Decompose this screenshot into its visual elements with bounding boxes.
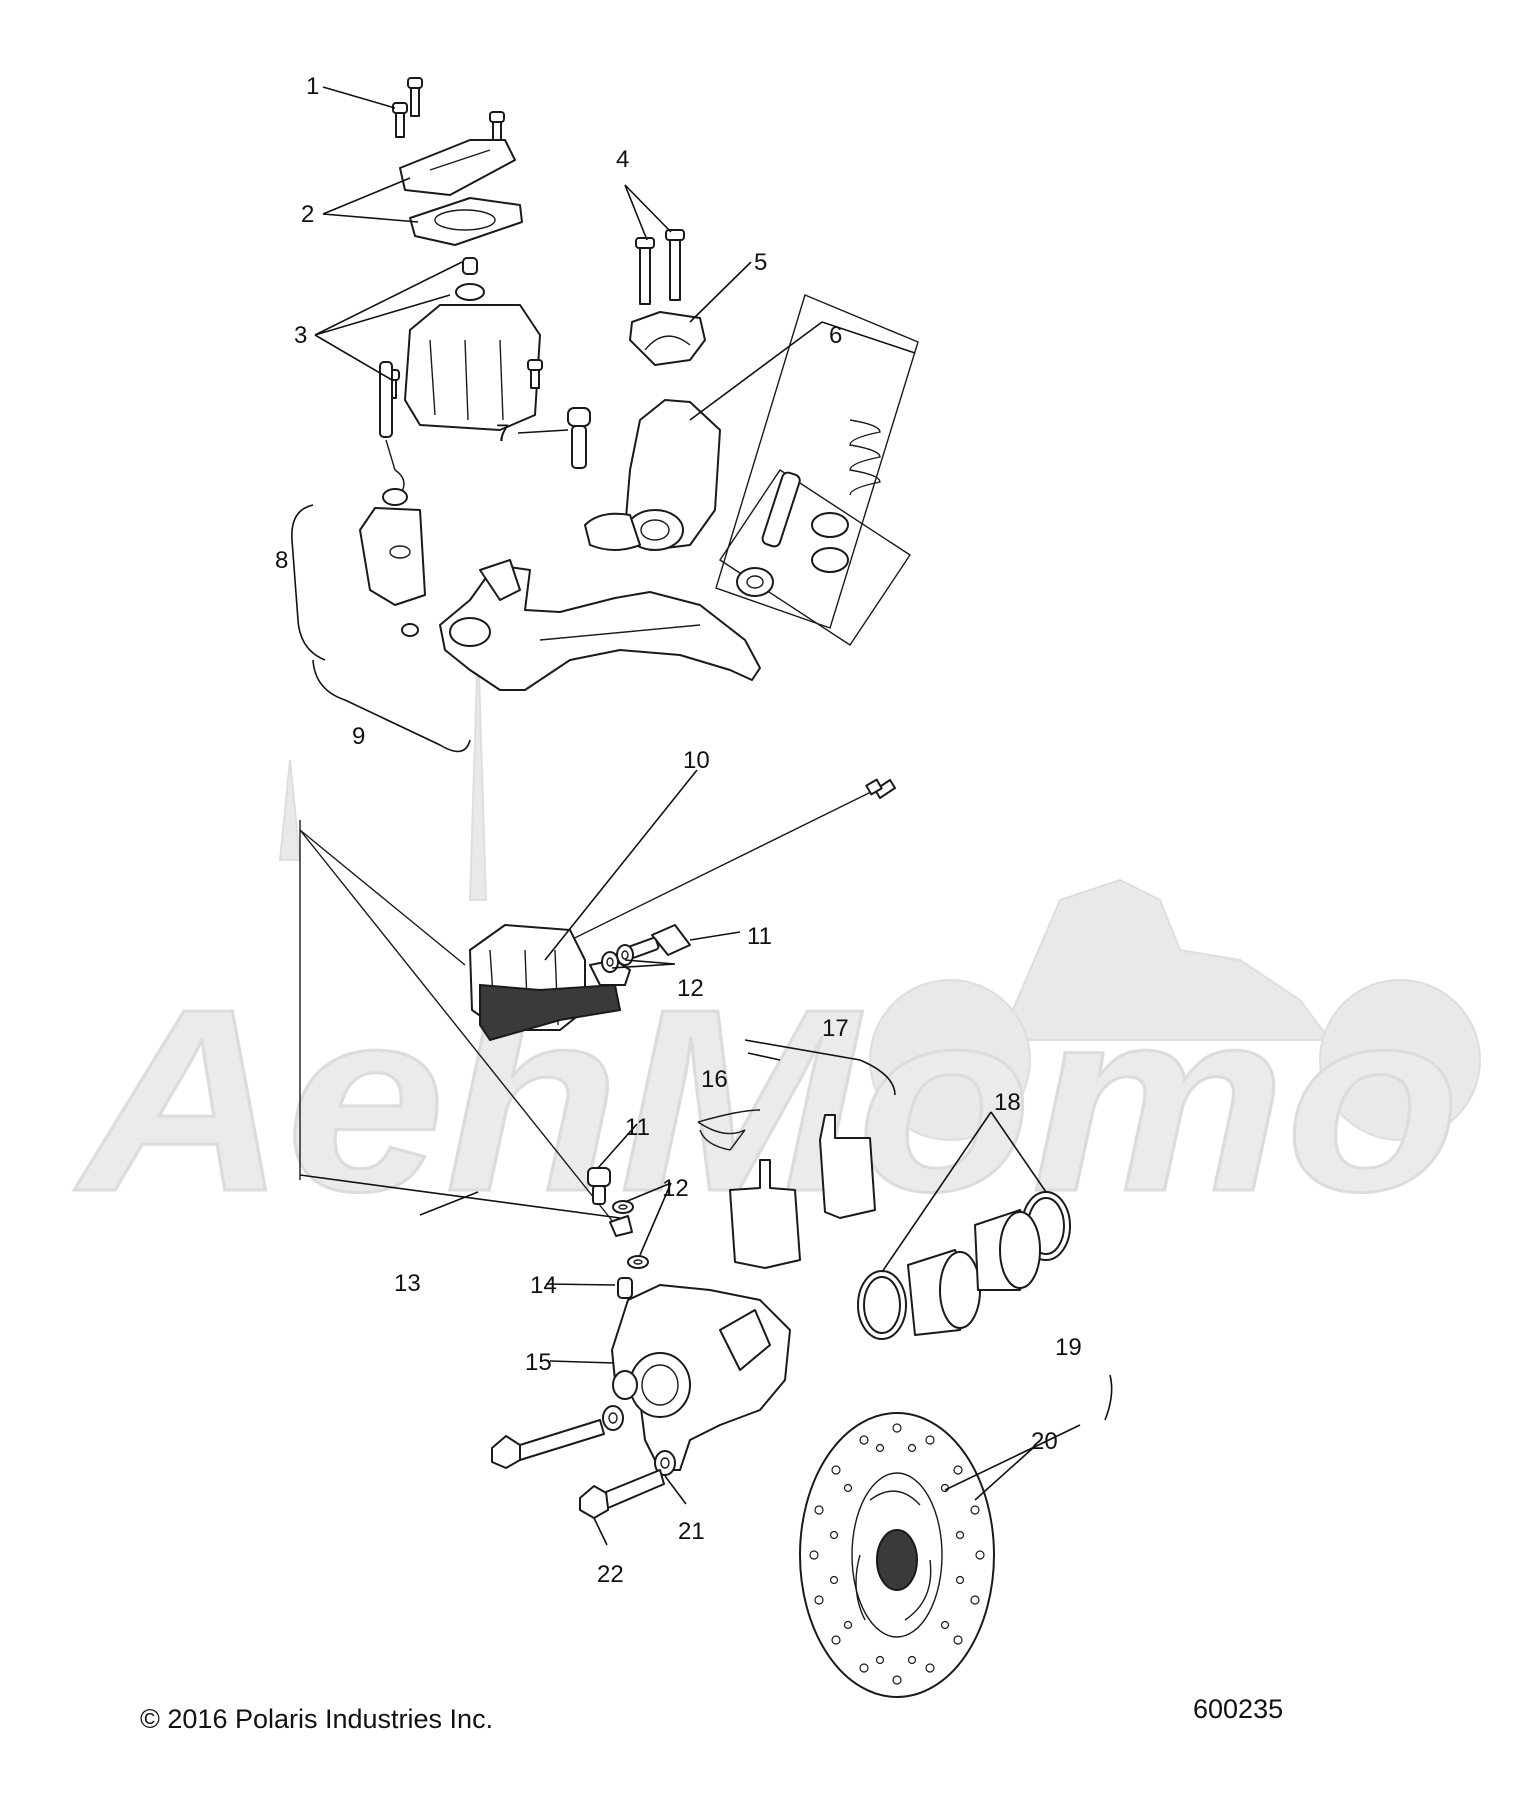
part-11-banjo-bolt-upper (626, 924, 691, 959)
part-11-banjo-bolt-lower (587, 1167, 611, 1205)
part-5-clamp (629, 311, 706, 366)
callout-11-lower: 11 (625, 1114, 650, 1141)
callout-21: 21 (678, 1518, 705, 1545)
callout-6: 6 (829, 322, 842, 349)
part-19-pistons (907, 1209, 1041, 1336)
callout-12-upper: 12 (677, 975, 704, 1002)
callout-8: 8 (275, 547, 288, 574)
callout-18: 18 (994, 1089, 1021, 1116)
callout-15: 15 (525, 1349, 552, 1376)
copyright-text: © 2016 Polaris Industries Inc. (140, 1704, 494, 1734)
callout-10: 10 (683, 747, 710, 774)
part-6-housing (584, 399, 721, 551)
callout-12-lower: 12 (662, 1175, 689, 1202)
part-8-adjuster (359, 361, 426, 637)
callout-17: 17 (822, 1015, 849, 1042)
part-12-washers-lower (612, 1200, 649, 1269)
part-10-switch-wire (529, 778, 896, 961)
callout-14: 14 (530, 1272, 557, 1299)
spring (849, 419, 881, 496)
part-9-lever (439, 559, 761, 691)
part-22-bolts (491, 1419, 665, 1519)
part-16-clip (697, 1109, 761, 1151)
callout-11-upper: 11 (747, 923, 772, 950)
watermark: AehMomo (70, 639, 1481, 1248)
part-3-reservoir (384, 257, 543, 431)
callout-9: 9 (352, 723, 365, 750)
callout-13: 13 (394, 1270, 421, 1297)
callout-22: 22 (597, 1561, 624, 1588)
part-7-pivot-bolt (567, 407, 591, 469)
part-6-piston-kit (715, 294, 919, 646)
callout-5: 5 (754, 249, 767, 276)
part-14-bleeder (617, 1277, 633, 1299)
callout-1: 1 (306, 73, 319, 100)
part-18-seals (857, 1191, 1071, 1340)
part-4-clamp-bolts (635, 229, 685, 305)
part-13-brake-line (299, 820, 633, 1237)
drawing-number: 600235 (1193, 1694, 1284, 1724)
callout-20: 20 (1031, 1428, 1058, 1455)
callout-4: 4 (616, 146, 629, 173)
leader-lines (291, 86, 1113, 1546)
assembled-master-cylinder (469, 924, 631, 1042)
part-15-caliper (611, 1284, 791, 1471)
part-17-pads (729, 1114, 876, 1269)
callout-16: 16 (701, 1066, 728, 1093)
part-21-washers (602, 1405, 676, 1476)
watermark-text: AehMomo (71, 956, 1460, 1246)
callout-3: 3 (294, 322, 307, 349)
callouts: 1 2 3 4 5 6 7 8 9 10 11 12 13 14 15 11 1… (275, 73, 1082, 1588)
part-1-screws (392, 77, 505, 149)
callout-7: 7 (496, 420, 509, 447)
part-2-cover (399, 139, 523, 246)
part-20-disc (799, 1412, 995, 1698)
callout-2: 2 (301, 201, 314, 228)
callout-19: 19 (1055, 1334, 1082, 1361)
